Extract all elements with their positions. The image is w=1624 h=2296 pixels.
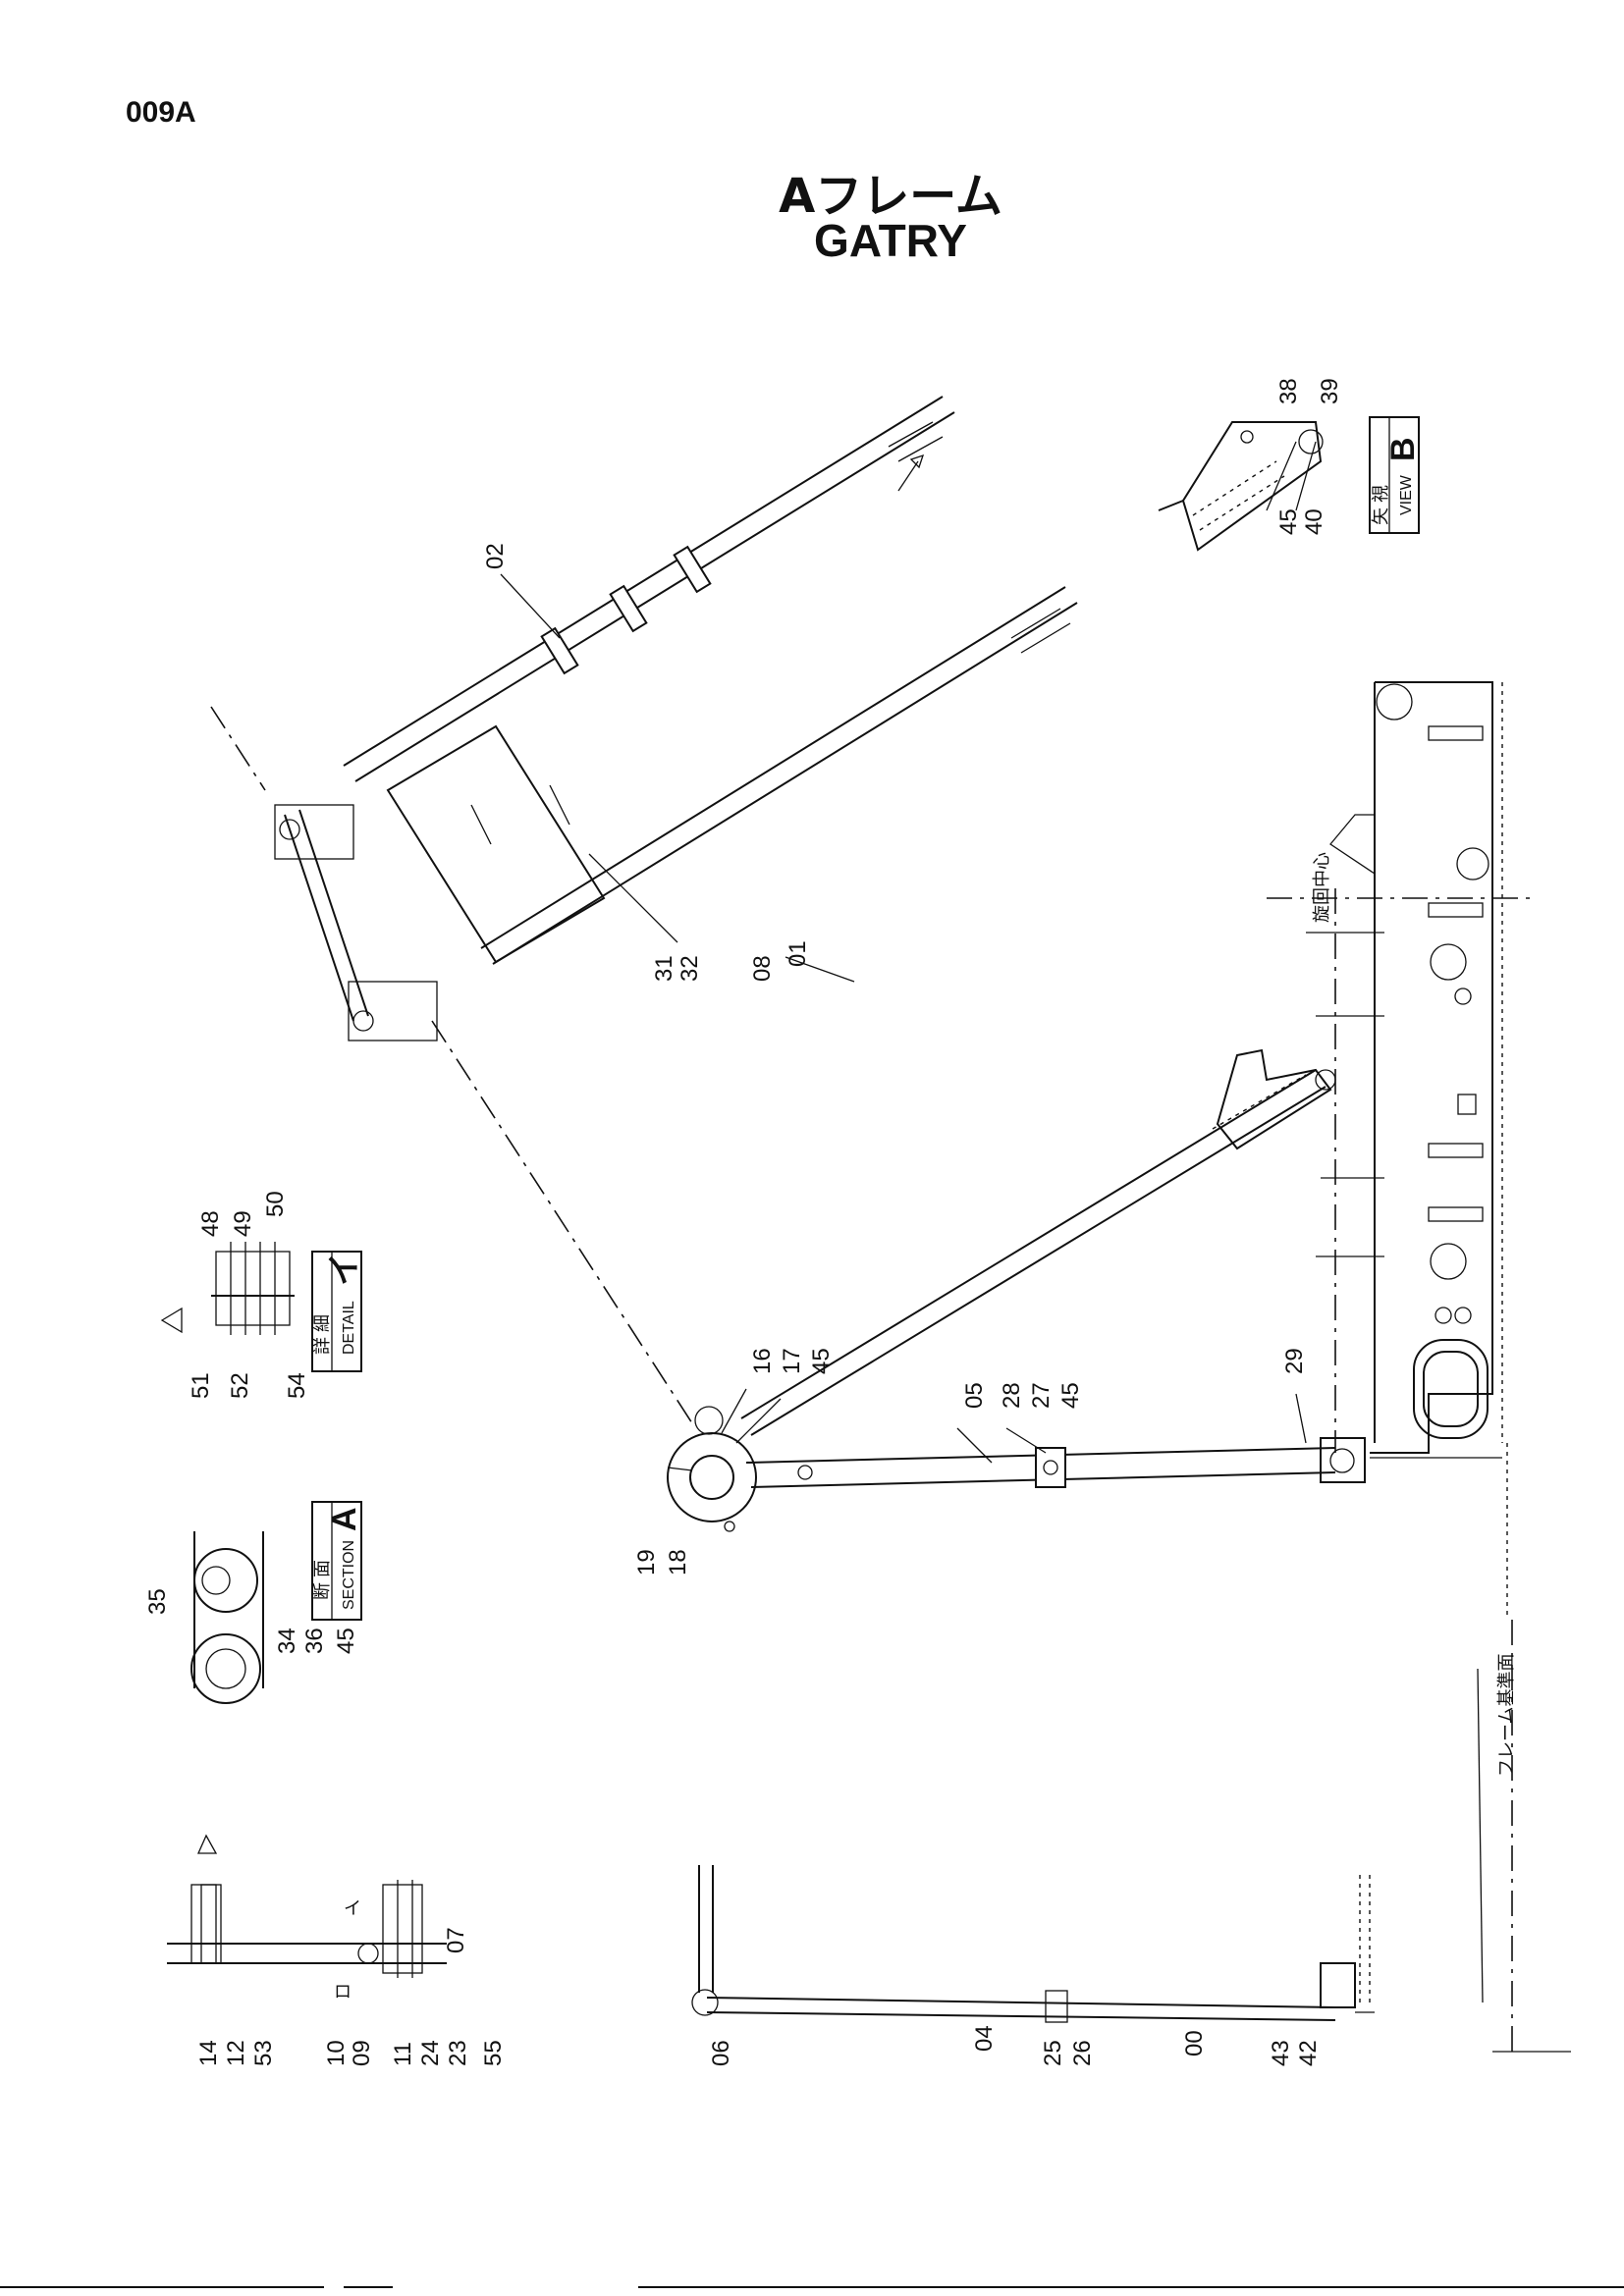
carbody-frame xyxy=(1267,681,1571,2053)
section-a-jp: 断 面 xyxy=(312,1560,332,1600)
part-number-labels: 02 31 32 08 01 38 39 45 40 48 49 50 51 5… xyxy=(144,378,1343,2066)
part-label: 29 xyxy=(1281,1348,1308,1374)
part-label: 36 xyxy=(301,1628,328,1654)
part-label: 08 xyxy=(749,955,776,982)
part-label: 48 xyxy=(197,1210,224,1237)
detail-i-jp: 詳 細 xyxy=(312,1314,332,1355)
page-code: 009A xyxy=(126,96,196,129)
part-label: 50 xyxy=(262,1191,289,1217)
part-label: 51 xyxy=(188,1372,214,1399)
pin-assembly-view xyxy=(167,1834,447,1978)
frame-reference-label: フレーム基準面 xyxy=(1496,1654,1516,1777)
part-label: 18 xyxy=(665,1549,691,1575)
part-label: 28 xyxy=(999,1382,1025,1409)
part-label: 45 xyxy=(1275,508,1302,535)
swing-center-label: 旋回中心 xyxy=(1312,852,1331,923)
part-label: 10 xyxy=(323,2040,350,2066)
part-label: 06 xyxy=(708,2040,734,2066)
part-label: 53 xyxy=(250,2040,277,2066)
back-stay-assembly xyxy=(667,1048,1366,1532)
part-label: 00 xyxy=(1181,2030,1208,2056)
part-label: 27 xyxy=(1028,1382,1055,1409)
part-label: 55 xyxy=(480,2040,507,2066)
part-label: 09 xyxy=(349,2040,375,2066)
part-label: 12 xyxy=(223,2040,249,2066)
part-label: 43 xyxy=(1268,2040,1294,2066)
part-label: 45 xyxy=(808,1348,835,1374)
part-label: 39 xyxy=(1317,378,1343,404)
part-label: 35 xyxy=(144,1588,171,1615)
part-label: 52 xyxy=(227,1372,253,1399)
view-b-en: VIEW xyxy=(1398,474,1415,515)
part-label: 42 xyxy=(1295,2040,1322,2066)
section-a xyxy=(190,1501,362,1704)
part-label: 05 xyxy=(961,1382,988,1409)
marker-i: イ xyxy=(344,1898,361,1918)
view-b-letter: B xyxy=(1384,437,1422,461)
section-a-letter: A xyxy=(326,1507,363,1531)
part-label: 14 xyxy=(195,2040,222,2066)
part-label: 34 xyxy=(274,1628,300,1654)
part-label: 07 xyxy=(443,1927,469,1953)
part-label: 25 xyxy=(1040,2040,1066,2066)
part-label: 24 xyxy=(417,2040,444,2066)
part-label: 17 xyxy=(779,1348,805,1374)
detail-i-letter: イ xyxy=(326,1253,363,1286)
part-label: 23 xyxy=(445,2040,471,2066)
detail-i-en: DETAIL xyxy=(341,1301,357,1355)
detail-i xyxy=(160,1242,362,1372)
part-label: 40 xyxy=(1301,508,1327,535)
view-tags: 矢 視 VIEW B 詳 細 DETAIL イ 断 面 SECTION A 旋回… xyxy=(312,437,1516,2002)
part-label: 45 xyxy=(1057,1382,1084,1409)
part-label: 49 xyxy=(230,1210,256,1237)
part-label: 16 xyxy=(749,1348,776,1374)
part-label: 11 xyxy=(390,2042,416,2066)
view-b-detail xyxy=(1158,416,1420,552)
marker-ro: ロ xyxy=(334,1982,352,2002)
leader-lines xyxy=(500,441,1484,2003)
part-label: 45 xyxy=(333,1628,359,1654)
part-label: 01 xyxy=(785,940,811,967)
part-label: 26 xyxy=(1069,2040,1096,2066)
part-label: 02 xyxy=(482,543,509,569)
title-english: GATRY xyxy=(814,215,967,266)
gantry-a-frame xyxy=(210,396,1078,1424)
section-a-en: SECTION xyxy=(341,1540,357,1610)
part-label: 19 xyxy=(633,1549,660,1575)
pendant-link-view xyxy=(691,1865,1375,2023)
view-b-jp: 矢 視 xyxy=(1371,485,1390,525)
title-japanese: Aフレーム xyxy=(779,169,1002,224)
part-label: 54 xyxy=(284,1372,310,1399)
part-label: 04 xyxy=(971,2025,998,2052)
part-label: 32 xyxy=(677,955,703,982)
part-label: 31 xyxy=(651,955,677,982)
part-label: 38 xyxy=(1275,378,1302,404)
